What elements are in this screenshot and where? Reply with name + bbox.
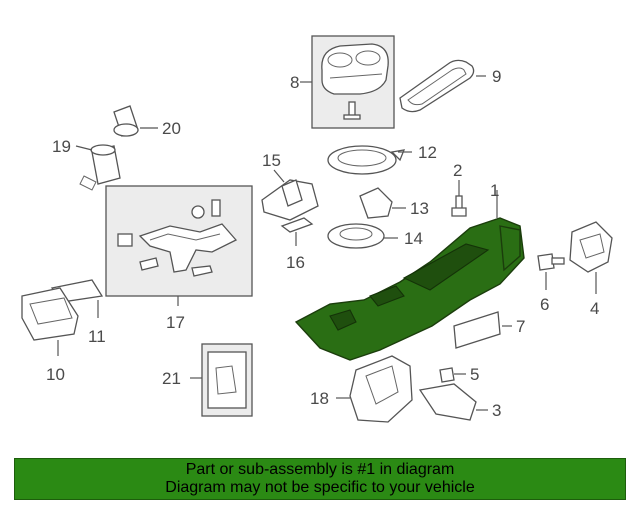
callout-10: 10 bbox=[46, 365, 65, 384]
part-15-shift-boot bbox=[261, 179, 319, 221]
callout-21: 21 bbox=[162, 369, 181, 388]
callout-4: 4 bbox=[590, 299, 599, 318]
part-1-center-console bbox=[294, 217, 525, 361]
callout-19: 19 bbox=[52, 137, 71, 156]
part-8-cup-holder bbox=[311, 35, 395, 129]
banner-line-2: Diagram may not be specific to your vehi… bbox=[165, 479, 475, 496]
part-19-socket bbox=[79, 144, 121, 191]
part-6-bolt bbox=[537, 253, 565, 271]
callout-16: 16 bbox=[286, 253, 305, 272]
callout-2: 2 bbox=[453, 161, 462, 180]
part-12-bezel bbox=[327, 145, 406, 175]
part-21-switch bbox=[201, 343, 253, 417]
callout-20: 20 bbox=[162, 119, 181, 138]
callout-18: 18 bbox=[310, 389, 329, 408]
callout-5: 5 bbox=[470, 365, 479, 384]
part-17-bracket-assembly bbox=[105, 185, 253, 297]
part-18-side-trim bbox=[349, 355, 413, 423]
parts-diagram: 8 9 20 19 17 15 16 bbox=[21, 35, 613, 423]
part-10-bin bbox=[21, 287, 79, 341]
callout-14: 14 bbox=[404, 229, 423, 248]
banner-line-1: Part or sub-assembly is #1 in diagram bbox=[185, 461, 455, 478]
callout-9: 9 bbox=[492, 67, 501, 86]
part-5-bolt bbox=[439, 367, 455, 383]
callout-3: 3 bbox=[492, 401, 501, 420]
part-2-bolt bbox=[451, 195, 467, 217]
callout-17: 17 bbox=[166, 313, 185, 332]
part-20-connector bbox=[113, 105, 139, 137]
callout-12: 12 bbox=[418, 143, 437, 162]
part-9-mat bbox=[399, 59, 475, 113]
callout-7: 7 bbox=[516, 317, 525, 336]
callout-1: 1 bbox=[490, 181, 499, 200]
callout-15: 15 bbox=[262, 151, 281, 170]
callout-8: 8 bbox=[290, 73, 299, 92]
part-13-clip bbox=[359, 187, 393, 219]
info-banner: Part or sub-assembly is #1 in diagram Di… bbox=[14, 458, 626, 500]
callout-11: 11 bbox=[88, 327, 106, 346]
part-7-pad bbox=[453, 311, 501, 349]
callout-6: 6 bbox=[540, 295, 549, 314]
callout-13: 13 bbox=[410, 199, 429, 218]
part-4-bracket bbox=[569, 221, 613, 273]
part-14-ring bbox=[327, 223, 385, 249]
part-3-bracket bbox=[418, 383, 477, 421]
part-16-trim bbox=[280, 217, 314, 233]
